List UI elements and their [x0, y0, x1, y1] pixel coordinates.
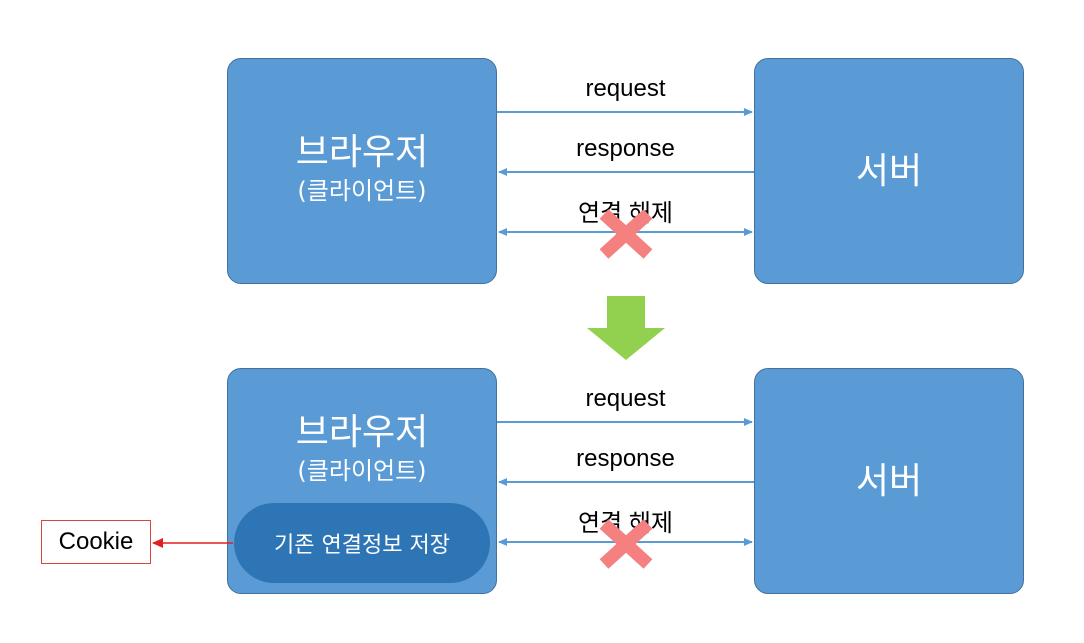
server-title-top: 서버 — [855, 151, 923, 192]
client-title-top: 브라우저 — [295, 132, 429, 173]
client-subtitle-bottom: (클라이언트) — [297, 457, 427, 485]
request-label-bottom: request — [585, 385, 666, 412]
cookie-box: Cookie — [41, 520, 151, 564]
client-box-top: 브라우저 (클라이언트) — [227, 58, 497, 284]
down-arrow-icon — [587, 296, 665, 360]
request-label-top: request — [585, 75, 666, 102]
client-box-bottom: 브라우저 (클라이언트) 기존 연결정보 저장 — [227, 368, 497, 594]
disconnect-label-top: 연결 해제 — [578, 200, 673, 227]
disconnect-label-bottom: 연결 해제 — [578, 510, 673, 537]
cross-icon-top — [599, 209, 653, 259]
server-box-bottom: 서버 — [754, 368, 1024, 594]
server-title-bottom: 서버 — [855, 461, 923, 502]
client-subtitle-top: (클라이언트) — [297, 177, 427, 205]
response-label-top: response — [576, 135, 675, 162]
client-title-bottom: 브라우저 — [295, 412, 429, 453]
response-label-bottom: response — [576, 445, 675, 472]
server-box-top: 서버 — [754, 58, 1024, 284]
connection-storage-pill: 기존 연결정보 저장 — [234, 503, 490, 583]
cross-icon-bottom — [599, 519, 653, 569]
